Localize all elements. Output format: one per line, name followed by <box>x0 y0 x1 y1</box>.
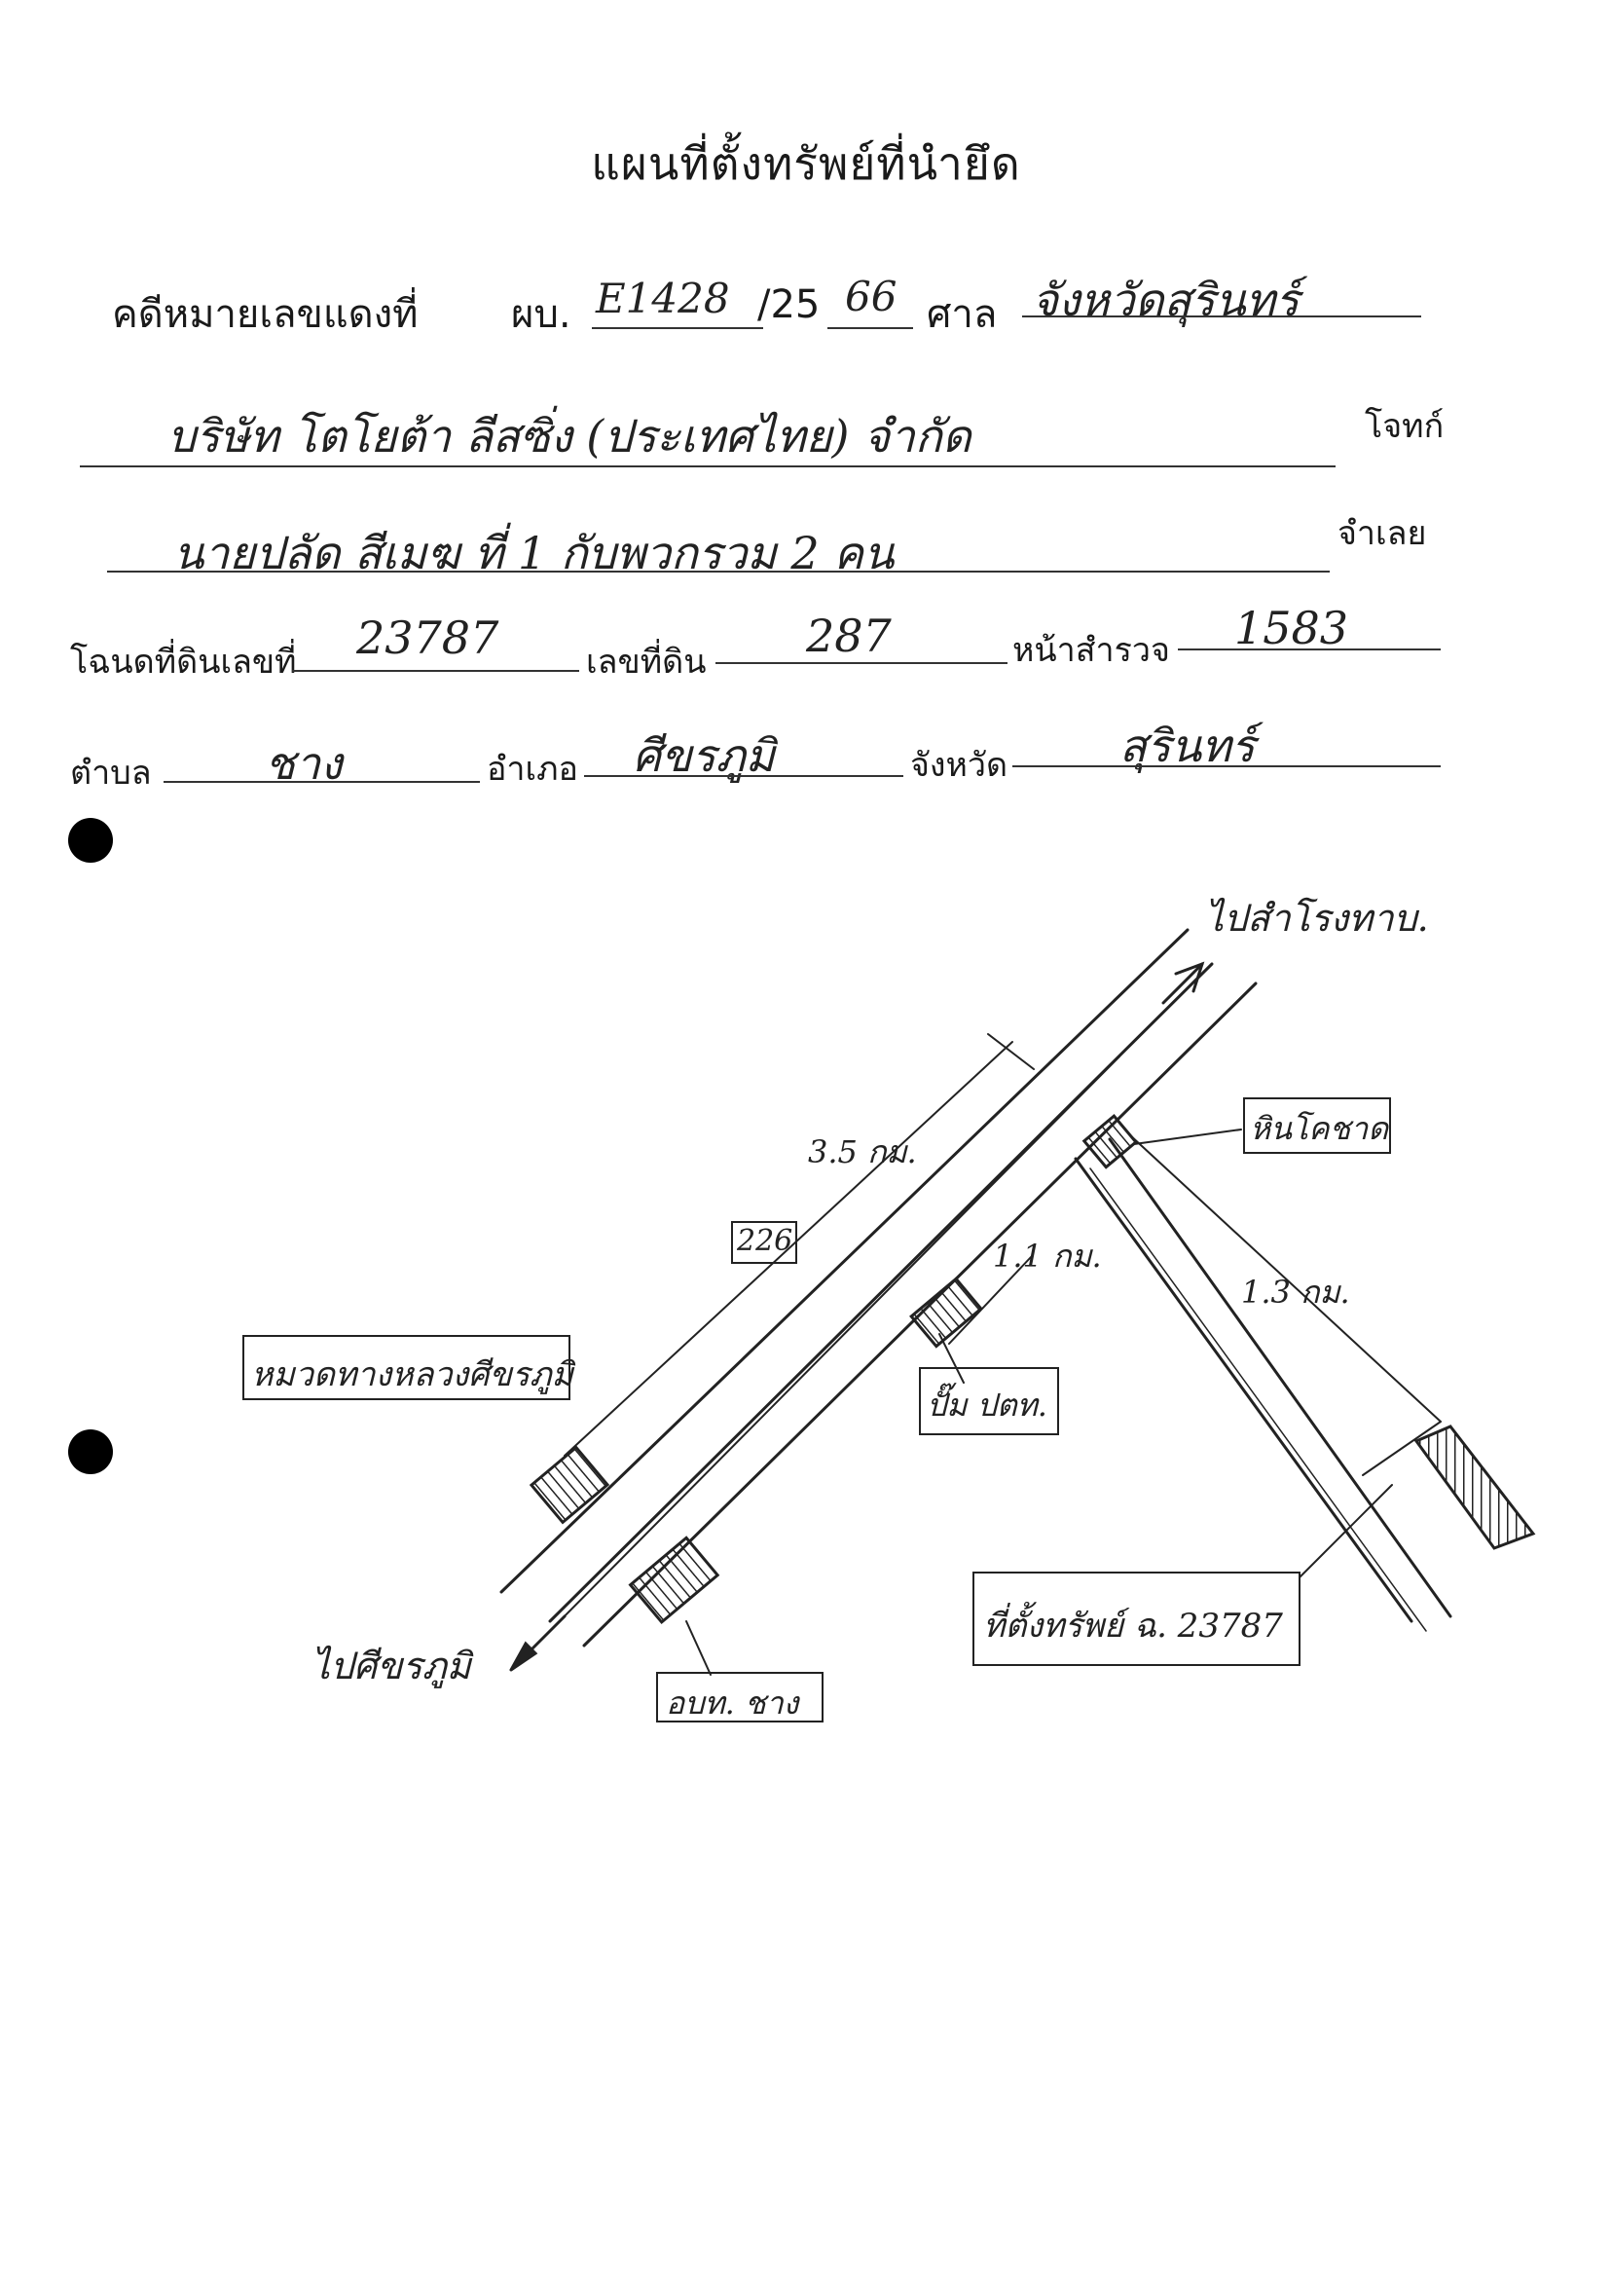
plaintiff-label: โจทก์ <box>1365 407 1445 446</box>
survey-label: หน้าสำรวจ <box>1012 631 1170 670</box>
map-landmark-school: หินโคชาด <box>1250 1110 1389 1147</box>
binder-hole-top <box>68 818 113 863</box>
branch-road-left <box>1074 1157 1413 1623</box>
tambon-label: ตำบล <box>70 754 152 793</box>
map-to-south: ไปศีขรภูมิ <box>311 1645 471 1687</box>
land-label: เลขที่ดิน <box>586 643 707 682</box>
highway-edge-left <box>499 928 1190 1594</box>
plaintiff-line <box>80 465 1336 467</box>
dim-13-end <box>1362 1421 1442 1476</box>
map-property-label: ที่ตั้งทรัพย์ ฉ. 23787 <box>983 1607 1283 1646</box>
amphoe-label: อำเภอ <box>487 750 578 789</box>
court-line <box>1022 315 1421 317</box>
arrow-north-head <box>1174 961 1205 993</box>
case-number-line <box>592 327 763 329</box>
box-property <box>972 1572 1301 1666</box>
arrow-south-head <box>509 1641 538 1672</box>
block-obt <box>628 1536 720 1625</box>
map-road-number: 226 <box>737 1224 793 1258</box>
highway-centre <box>534 1055 1120 1647</box>
page-title: แผนที่ตั้งทรัพย์ที่นำยึด <box>591 137 1021 190</box>
case-year-prefix: /25 <box>757 282 821 327</box>
binder-hole-bottom <box>68 1429 113 1474</box>
map-landmark-obt: อบท. ชาง <box>666 1685 799 1722</box>
arrow-north <box>1161 962 1204 1005</box>
province-value: สุรินทร์ <box>1119 720 1256 772</box>
case-number: E1428 <box>596 275 730 322</box>
land-line <box>715 662 1008 664</box>
branch-road-inner <box>1089 1167 1427 1632</box>
case-label: คดีหมายเลขแดงที่ <box>112 292 419 337</box>
amphoe-line <box>584 775 903 777</box>
defendant-label: จำเลย <box>1337 514 1427 553</box>
defendant-line <box>107 571 1330 573</box>
leader-property <box>1299 1484 1393 1578</box>
plaintiff-value: บริษัท โตโยต้า ลีสซิ่ง (ประเทศไทย) จำกัด <box>167 410 971 463</box>
case-prefix: ผบ. <box>511 292 571 337</box>
box-gas <box>919 1367 1059 1435</box>
survey-value: 1583 <box>1234 602 1349 654</box>
leader-obt <box>685 1620 712 1676</box>
block-property <box>1413 1425 1536 1550</box>
court-label: ศาล <box>927 292 998 337</box>
dim-11 <box>948 1255 1033 1345</box>
dim-13 <box>1128 1133 1442 1423</box>
court-value: จังหวัดสุรินทร์ <box>1032 274 1300 326</box>
box-road-226 <box>731 1221 797 1264</box>
box-highway-office <box>242 1335 570 1400</box>
block-gas <box>909 1277 983 1349</box>
case-year-suffix: 66 <box>845 273 898 320</box>
box-obt <box>656 1672 824 1722</box>
box-school <box>1243 1097 1391 1154</box>
survey-line <box>1178 648 1441 650</box>
case-year-line <box>827 327 913 329</box>
leader-school <box>1133 1129 1242 1145</box>
block-school <box>1081 1114 1139 1169</box>
deed-value: 23787 <box>356 611 499 664</box>
land-value: 287 <box>806 610 892 662</box>
branch-road-right <box>1108 1137 1452 1618</box>
map-landmark-gas: ปั๊ม ปตท. <box>927 1387 1047 1424</box>
map-dist-13: 1.3 กม. <box>1241 1274 1350 1311</box>
map-dist-35: 3.5 กม. <box>808 1133 917 1170</box>
amphoe-value: ศีขรภูมิ <box>633 729 775 782</box>
dim-35-tick <box>987 1033 1035 1070</box>
tambon-line <box>164 781 480 783</box>
block-highway-office <box>529 1445 610 1525</box>
deed-label: โฉนดที่ดินเลขที่ <box>70 643 297 682</box>
province-label: จังหวัด <box>910 746 1008 785</box>
map-landmark-highway: หมวดทางหลวงศีขรภูมิ <box>251 1355 573 1394</box>
deed-line <box>292 670 579 672</box>
map-dist-11: 1.1 กม. <box>993 1238 1102 1275</box>
map-to-north: ไปสำโรงทาบ. <box>1205 897 1429 940</box>
dim-35 <box>564 1041 1013 1457</box>
province-line <box>1012 765 1441 767</box>
